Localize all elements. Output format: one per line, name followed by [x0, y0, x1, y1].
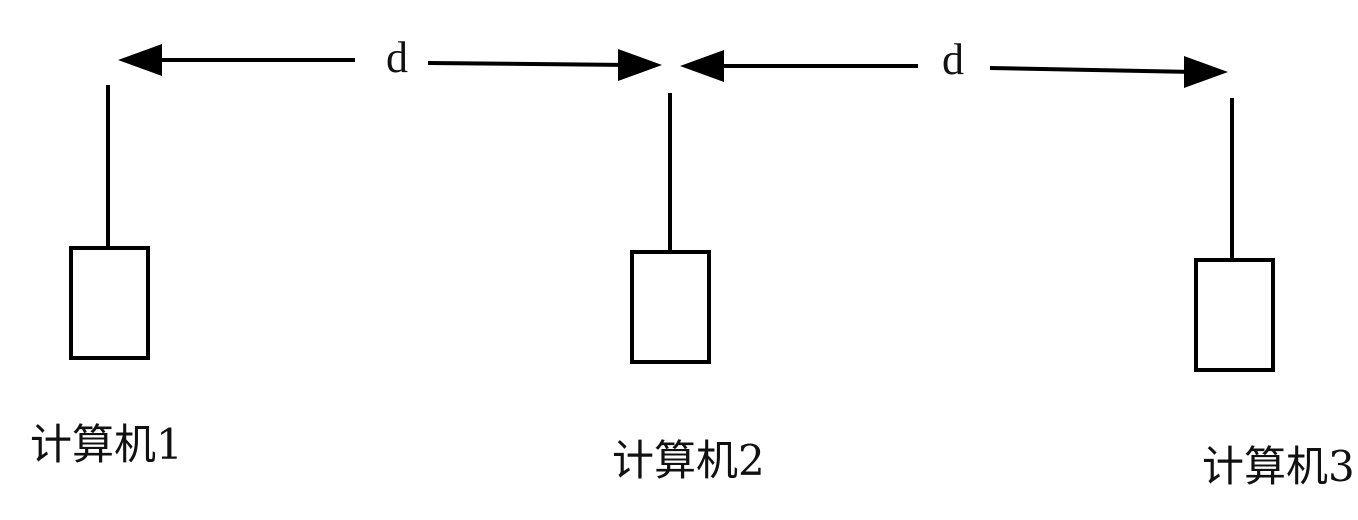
distance-arrow-2-right-head — [1184, 56, 1228, 88]
distance-arrow-2 — [680, 50, 1228, 88]
computer-box-1 — [69, 246, 150, 360]
computer-label-3: 计算机3 — [1202, 442, 1355, 491]
distance-label-2: d — [942, 35, 964, 84]
distance-arrow-1-left-head — [118, 44, 162, 76]
distance-arrow-1-right — [427, 61, 631, 67]
computer-label-2: 计算机2 — [612, 436, 765, 485]
computer-3 — [1194, 98, 1275, 372]
distance-arrow-1-right-head — [618, 49, 662, 81]
distance-arrow-2-left-head — [680, 50, 724, 82]
distance-arrow-1 — [118, 44, 662, 81]
computer-1 — [69, 85, 150, 360]
distance-arrow-2-right — [989, 66, 1196, 74]
computer-box-3 — [1194, 258, 1275, 372]
computer-box-2 — [630, 250, 711, 364]
distance-label-1: d — [386, 33, 408, 82]
computer-label-1: 计算机1 — [30, 420, 183, 469]
computer-2 — [630, 93, 711, 364]
